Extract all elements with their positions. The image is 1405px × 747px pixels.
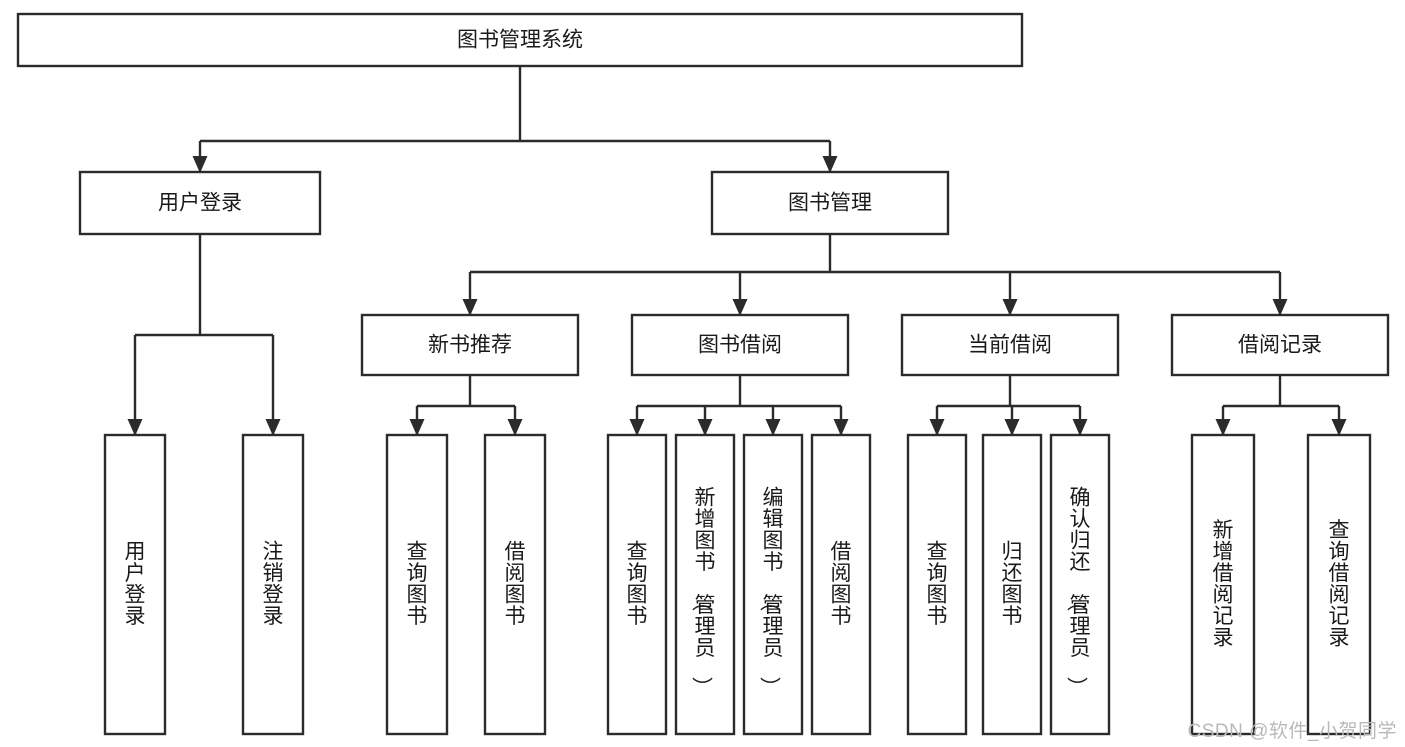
node-label: 确认归还（管理员）	[1065, 487, 1091, 698]
node-label: 借阅记录	[1238, 334, 1322, 357]
arrow-head-icon	[409, 419, 425, 436]
arrow-head-icon	[265, 419, 281, 436]
connector-group-图书管理系统	[192, 66, 838, 173]
node-leaf-新增借阅记录[interactable]: 新增借阅记录	[1190, 433, 1256, 736]
node-box	[1306, 433, 1372, 736]
arrow-head-icon	[1272, 299, 1288, 316]
node-leaf-新增图书管理员[interactable]: 新增图书（管理员）	[674, 433, 736, 736]
node-leaf-查询图书[interactable]: 查询图书	[606, 433, 668, 736]
node-leaf-查询图书[interactable]: 查询图书	[385, 433, 449, 736]
arrow-head-icon	[507, 419, 523, 436]
node-label: 图书管理系统	[457, 29, 583, 52]
node-label: 归还图书	[1002, 540, 1023, 628]
node-label: 注销登录	[263, 540, 284, 628]
node-label: 用户登录	[158, 192, 242, 215]
node-box	[103, 433, 167, 736]
node-box	[674, 433, 736, 736]
node-box	[385, 433, 449, 736]
arrow-head-icon	[765, 419, 781, 436]
node-label: 当前借阅	[968, 334, 1052, 357]
node-label: 新增借阅记录	[1213, 519, 1234, 650]
node-label: 查询图书	[627, 540, 648, 628]
node-leaf-确认归还管理员[interactable]: 确认归还（管理员）	[1049, 433, 1111, 736]
node-label: 新书推荐	[428, 334, 512, 357]
node-label: 查询图书	[927, 540, 948, 628]
node-leaf-查询借阅记录[interactable]: 查询借阅记录	[1306, 433, 1372, 736]
connector-group-新书推荐	[409, 375, 523, 436]
node-label: 借阅图书	[831, 540, 852, 628]
node-leaf-借阅图书[interactable]: 借阅图书	[483, 433, 547, 736]
node-l3-新书推荐[interactable]: 新书推荐	[360, 313, 580, 377]
node-leaf-编辑图书管理员[interactable]: 编辑图书（管理员）	[742, 433, 804, 736]
watermark-label: CSDN @软件_小贺同学	[1187, 721, 1397, 742]
connector-layer	[127, 66, 1347, 436]
node-label: 图书借阅	[698, 334, 782, 357]
arrow-head-icon	[697, 419, 713, 436]
node-l3-借阅记录[interactable]: 借阅记录	[1170, 313, 1390, 377]
node-label: 用户登录	[125, 540, 146, 628]
node-label: 借阅图书	[505, 540, 526, 628]
node-layer: 图书管理系统用户登录图书管理新书推荐图书借阅当前借阅借阅记录用户登录注销登录查询…	[16, 12, 1390, 736]
node-leaf-注销登录[interactable]: 注销登录	[241, 433, 305, 736]
arrow-head-icon	[629, 419, 645, 436]
connector-group-当前借阅	[929, 375, 1088, 436]
arrow-head-icon	[822, 156, 838, 173]
node-l2-用户登录[interactable]: 用户登录	[78, 170, 322, 236]
arrow-head-icon	[127, 419, 143, 436]
connector-group-图书管理	[462, 234, 1288, 316]
node-box	[606, 433, 668, 736]
node-leaf-归还图书[interactable]: 归还图书	[981, 433, 1043, 736]
arrow-head-icon	[1331, 419, 1347, 436]
node-box	[1049, 433, 1111, 736]
arrow-head-icon	[1002, 299, 1018, 316]
node-leaf-查询图书[interactable]: 查询图书	[906, 433, 968, 736]
connector-group-借阅记录	[1215, 375, 1347, 436]
node-box	[78, 170, 322, 236]
node-box	[16, 12, 1024, 68]
connector-group-用户登录	[127, 234, 281, 436]
node-box	[742, 433, 804, 736]
node-label: 查询图书	[407, 540, 428, 628]
node-box	[1170, 313, 1390, 377]
node-l3-当前借阅[interactable]: 当前借阅	[900, 313, 1120, 377]
arrow-head-icon	[1215, 419, 1231, 436]
node-box	[710, 170, 950, 236]
node-label: 新增图书（管理员）	[690, 487, 716, 698]
arrow-head-icon	[192, 156, 208, 173]
node-label: 编辑图书（管理员）	[758, 487, 784, 698]
node-box	[1190, 433, 1256, 736]
node-label: 查询借阅记录	[1329, 519, 1350, 650]
node-l2-图书管理[interactable]: 图书管理	[710, 170, 950, 236]
arrow-head-icon	[929, 419, 945, 436]
node-box	[906, 433, 968, 736]
node-box	[900, 313, 1120, 377]
connector-group-图书借阅	[629, 375, 849, 436]
node-box	[483, 433, 547, 736]
arrow-head-icon	[833, 419, 849, 436]
arrow-head-icon	[462, 299, 478, 316]
node-box	[810, 433, 872, 736]
node-root-图书管理系统[interactable]: 图书管理系统	[16, 12, 1024, 68]
node-label: 图书管理	[788, 192, 872, 215]
node-box	[630, 313, 850, 377]
node-leaf-借阅图书[interactable]: 借阅图书	[810, 433, 872, 736]
node-l3-图书借阅[interactable]: 图书借阅	[630, 313, 850, 377]
arrow-head-icon	[1072, 419, 1088, 436]
node-box	[241, 433, 305, 736]
node-leaf-用户登录[interactable]: 用户登录	[103, 433, 167, 736]
arrow-head-icon	[1004, 419, 1020, 436]
arrow-head-icon	[732, 299, 748, 316]
node-box	[981, 433, 1043, 736]
node-box	[360, 313, 580, 377]
